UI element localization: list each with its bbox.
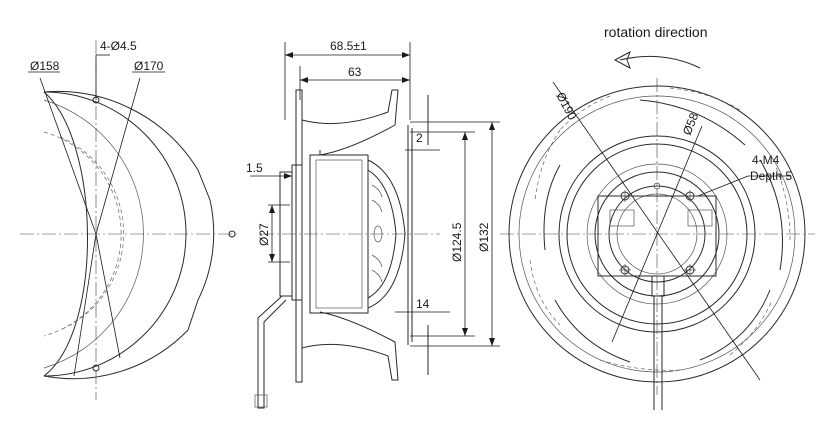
- rotor-slots: [371, 184, 383, 283]
- pitch-circle: [59, 136, 124, 331]
- phi158-label: Ø158: [30, 59, 60, 73]
- flange-view: Ø158 4-Ø4.5 Ø170: [20, 39, 240, 400]
- cable: [257, 295, 287, 409]
- phi190-label: Ø190: [553, 90, 579, 123]
- rotation-arrowhead-icon: [613, 50, 631, 70]
- phi1245-label: Ø124.5: [450, 222, 464, 262]
- dim15-label: 1.5: [246, 161, 263, 175]
- m4-holes: [619, 182, 696, 276]
- phi170-label: Ø170: [134, 59, 164, 73]
- mount-hole: [92, 364, 100, 372]
- side-view: 68.5±1 63: [246, 39, 500, 409]
- depth-label: Depth 5: [750, 169, 792, 183]
- dim14-label: 14: [416, 297, 430, 311]
- len63-label: 63: [348, 65, 362, 79]
- len68-label: 68.5±1: [330, 39, 367, 53]
- impeller-blades: [529, 87, 791, 371]
- housing-outline: [291, 110, 303, 360]
- phi27-label: Ø27: [257, 223, 271, 246]
- flange-outline: [43, 90, 215, 380]
- m4-label: 4-M4: [752, 153, 780, 167]
- flange-inner-arc: [43, 91, 88, 377]
- impeller-cable: [651, 275, 665, 297]
- dim2-label: 2: [416, 131, 423, 145]
- phi132-label: Ø132: [477, 222, 491, 252]
- holes-label: 4-Ø4.5: [100, 39, 137, 53]
- rotation-label: rotation direction: [604, 24, 708, 40]
- rotation-arrow-icon: [619, 55, 701, 69]
- flange-plate: [295, 89, 303, 383]
- mount-hole: [228, 230, 236, 238]
- impeller-view: rotation direction: [500, 24, 815, 410]
